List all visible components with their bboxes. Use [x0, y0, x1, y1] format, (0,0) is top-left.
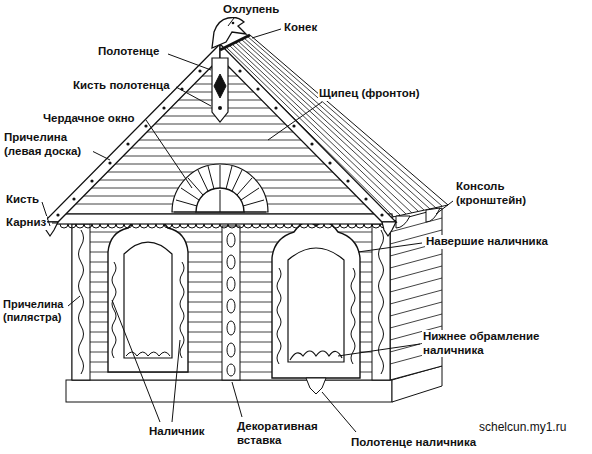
- label-slot: Чердачное окно: [42, 112, 136, 126]
- part-label: Кисть полотенца: [72, 79, 171, 93]
- part-label: Навершие наличника: [425, 235, 549, 249]
- part-label: Декоративная вставка: [236, 420, 340, 447]
- part-label: Наличник: [148, 425, 206, 439]
- label-slot: schelcun.my1.ru: [478, 420, 567, 434]
- part-label: Охлупень: [222, 3, 280, 17]
- part-label: Нижнее обрамление наличника: [422, 330, 558, 357]
- label-slot: Полотенце: [97, 45, 160, 59]
- label-slot: Причелина (пилястра): [2, 298, 68, 324]
- part-label: Щипец (фронтон): [318, 87, 421, 101]
- part-label: Причелина (пилястра): [2, 298, 68, 324]
- label-slot: Причелина (левая доска): [3, 131, 93, 158]
- label-slot: Наличник: [148, 425, 206, 439]
- part-label: Консоль (кронштейн): [455, 180, 547, 207]
- part-label: Конек: [283, 21, 318, 35]
- label-slot: Полотенце наличника: [350, 436, 477, 450]
- part-label: Чердачное окно: [42, 112, 136, 126]
- part-label: Полотенце: [97, 45, 160, 59]
- part-label: Карниз: [5, 216, 47, 230]
- label-slot: Кисть: [5, 193, 40, 207]
- label-slot: Нижнее обрамление наличника: [422, 330, 558, 357]
- label-slot: Охлупень: [222, 3, 280, 17]
- label-slot: Консоль (кронштейн): [455, 180, 547, 207]
- label-slot: Карниз: [5, 216, 47, 230]
- part-label: Причелина (левая доска): [3, 131, 93, 158]
- label-slot: Навершие наличника: [425, 235, 549, 249]
- part-label: Полотенце наличника: [350, 436, 477, 450]
- part-label: Кисть: [5, 193, 40, 207]
- watermark: schelcun.my1.ru: [478, 420, 567, 434]
- label-slot: Декоративная вставка: [236, 420, 340, 447]
- label-slot: Щипец (фронтон): [318, 87, 421, 101]
- label-slot: Кисть полотенца: [72, 79, 171, 93]
- label-slot: Конек: [283, 21, 318, 35]
